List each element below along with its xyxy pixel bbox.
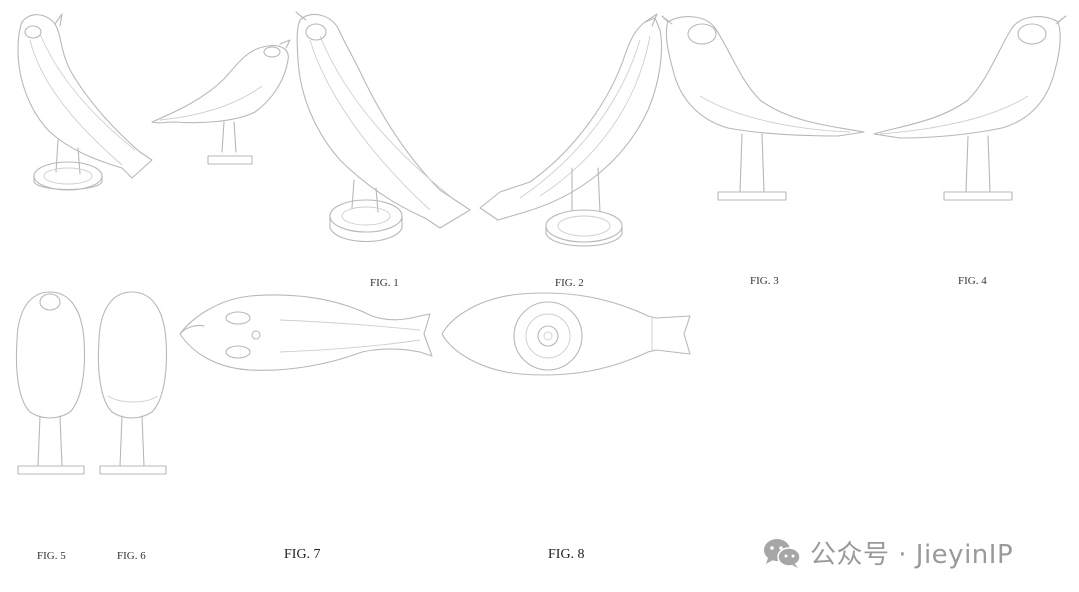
drawing-fig5 — [15, 291, 85, 475]
drawing-side-small — [151, 39, 291, 165]
fig3-label: FIG. 3 — [750, 275, 779, 287]
wechat-icon — [764, 538, 801, 568]
watermark-text: 公众号 · JieyinIP — [810, 540, 1014, 570]
fig7-label: FIG. 7 — [284, 547, 321, 562]
drawing-fig7 — [179, 294, 433, 371]
drawing-fig4 — [873, 15, 1067, 201]
fig1-label: FIG. 1 — [370, 277, 399, 289]
drawing-fig1 — [295, 11, 471, 243]
drawing-fig2 — [479, 13, 662, 247]
drawing-fig6 — [97, 291, 167, 475]
fig5-label: FIG. 5 — [37, 550, 66, 562]
fig6-label: FIG. 6 — [117, 550, 146, 562]
drawing-fig3 — [661, 15, 865, 201]
fig8-label: FIG. 8 — [548, 547, 585, 562]
drawing-perspective-left — [17, 13, 153, 191]
watermark: 公众号 · JieyinIP — [762, 534, 1013, 571]
drawing-fig8 — [441, 292, 691, 376]
fig2-label: FIG. 2 — [555, 277, 584, 289]
fig4-label: FIG. 4 — [958, 275, 987, 287]
